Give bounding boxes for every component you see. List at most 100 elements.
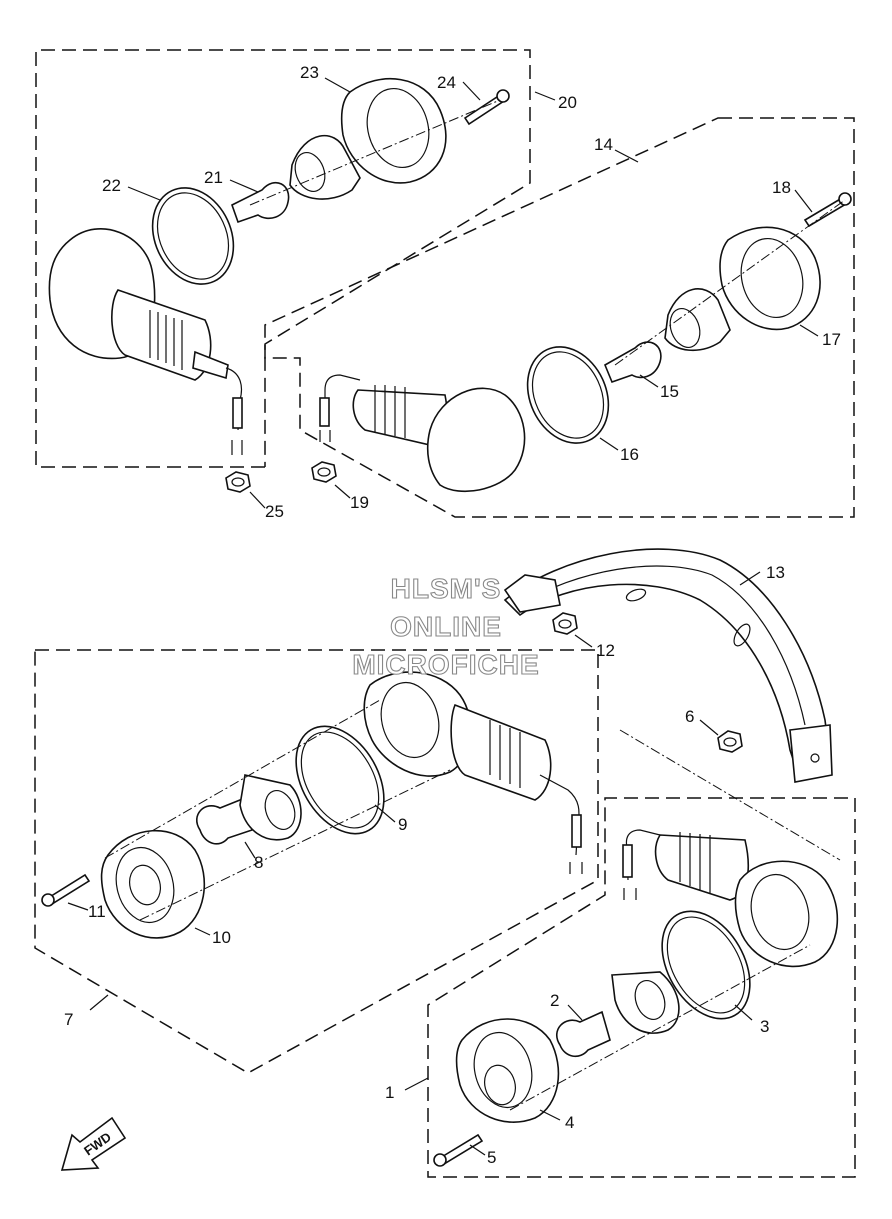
lens-cap-middle-opening	[380, 681, 440, 759]
assembly-box-1	[427, 797, 856, 1178]
callout-24: 24	[437, 73, 456, 92]
callout-13: 13	[766, 563, 785, 582]
lens-rim-4	[455, 1018, 560, 1123]
lens-rim-23-opening	[366, 87, 430, 169]
screw-11-head	[41, 893, 55, 907]
callout-16: 16	[620, 445, 639, 464]
reflector-cone-right	[664, 288, 731, 352]
bulb-2	[556, 1010, 611, 1058]
reflector-opening-right	[669, 308, 701, 348]
signal-stem-top-left	[192, 350, 229, 380]
signal-housing-top-left	[111, 289, 212, 381]
callout-15: 15	[660, 382, 679, 401]
nut-12	[552, 612, 578, 635]
callout-7: 7	[64, 1010, 73, 1029]
callout-4: 4	[565, 1113, 574, 1132]
callout-1: 1	[385, 1083, 394, 1102]
center-axis-bottom	[509, 944, 811, 1111]
lens-rim-4-opening	[473, 1031, 533, 1109]
bracket-axis-lower	[619, 729, 841, 861]
lens-rim-17-opening	[740, 237, 804, 319]
lens-rim-10-opening	[115, 846, 175, 924]
lens-cap-bottom	[734, 860, 839, 968]
screw-5-head	[433, 1153, 447, 1167]
bracket-end-plate	[789, 724, 833, 783]
callout-labels: 23 24 20 21 22 25 14 18 17 15 16 19 13 1…	[64, 63, 841, 1167]
watermark: HLSM'S ONLINE MICROFICHE	[352, 572, 539, 680]
callout-14: 14	[594, 135, 613, 154]
wire-sleeve-middle	[571, 814, 582, 848]
gasket-ring-9-inner	[300, 731, 380, 829]
signal-bracket-13	[503, 548, 841, 861]
housing-ribs	[149, 310, 183, 370]
center-axis-right	[614, 199, 846, 366]
nut-25	[225, 471, 251, 493]
housing-ribs-bottom	[679, 832, 711, 893]
signal-wire-top-right	[319, 374, 361, 442]
gasket-ring-3-inner	[666, 916, 746, 1014]
callout-5: 5	[487, 1148, 496, 1167]
watermark-line-3: MICROFICHE	[352, 649, 539, 680]
assembly-box-20	[35, 49, 531, 468]
lens-rim-17	[719, 226, 821, 331]
callout-20: 20	[558, 93, 577, 112]
reflector-cone-middle	[239, 774, 302, 841]
center-axis-middle-lower	[139, 769, 451, 921]
turn-signal-assembly-20	[48, 78, 510, 493]
reflector-opening-middle	[264, 790, 296, 830]
gasket-ring-22	[151, 187, 235, 285]
housing-ribs-middle	[489, 720, 521, 788]
center-axis-top	[249, 99, 501, 206]
bracket-slot-lower	[733, 623, 751, 647]
callout-17: 17	[822, 330, 841, 349]
callout-3: 3	[760, 1017, 769, 1036]
bracket-mount-tab	[503, 574, 561, 613]
callout-25: 25	[265, 502, 284, 521]
callout-18: 18	[772, 178, 791, 197]
screw-24-head	[496, 89, 510, 103]
callout-21: 21	[204, 168, 223, 187]
callout-22: 22	[102, 176, 121, 195]
reflector-opening-top	[294, 152, 326, 192]
signal-housing-bottom	[654, 834, 750, 901]
reflector-opening-bottom	[634, 980, 666, 1020]
lens-cap-right-top	[426, 387, 526, 493]
callout-11: 11	[88, 902, 106, 921]
signal-housing-middle	[450, 703, 552, 801]
gasket-ring-16	[526, 346, 610, 444]
fwd-arrow: FWD	[60, 1116, 127, 1171]
lens-rim-10-center	[129, 864, 161, 906]
callout-2: 2	[550, 991, 559, 1010]
housing-ribs-right	[374, 385, 406, 438]
lens-cap-middle	[363, 671, 472, 777]
bulb-15	[603, 341, 662, 384]
callout-12: 12	[596, 641, 615, 660]
lens-rim-4-center	[484, 1064, 516, 1106]
nut-19	[311, 461, 337, 483]
callout-19: 19	[350, 493, 369, 512]
center-axis-middle	[104, 699, 381, 859]
lens-rim-23	[340, 78, 447, 184]
assembly-box-7	[34, 649, 599, 1074]
callout-9: 9	[398, 815, 407, 834]
gasket-ring-16-inner	[531, 351, 605, 439]
bracket-slot-upper	[625, 588, 647, 602]
turn-signal-assembly-1	[433, 829, 839, 1167]
wire-sleeve-top-right	[319, 397, 330, 427]
fwd-arrow-icon	[60, 1116, 127, 1171]
wire-sleeve-top-left	[232, 397, 243, 429]
turn-signal-assembly-7	[41, 671, 583, 939]
lens-cap-bottom-opening	[750, 873, 810, 951]
watermark-line-2: ONLINE	[390, 611, 502, 642]
gasket-ring-22-inner	[156, 192, 230, 280]
leader-lines	[67, 77, 819, 1156]
callout-10: 10	[212, 928, 231, 947]
callout-23: 23	[300, 63, 319, 82]
assembly-box-14	[264, 117, 855, 518]
callout-8: 8	[254, 853, 263, 872]
bracket-arm-inner	[519, 565, 806, 726]
watermark-line-1: HLSM'S	[391, 573, 502, 604]
turn-signal-assembly-14	[311, 192, 852, 493]
bulb-21	[231, 181, 290, 224]
